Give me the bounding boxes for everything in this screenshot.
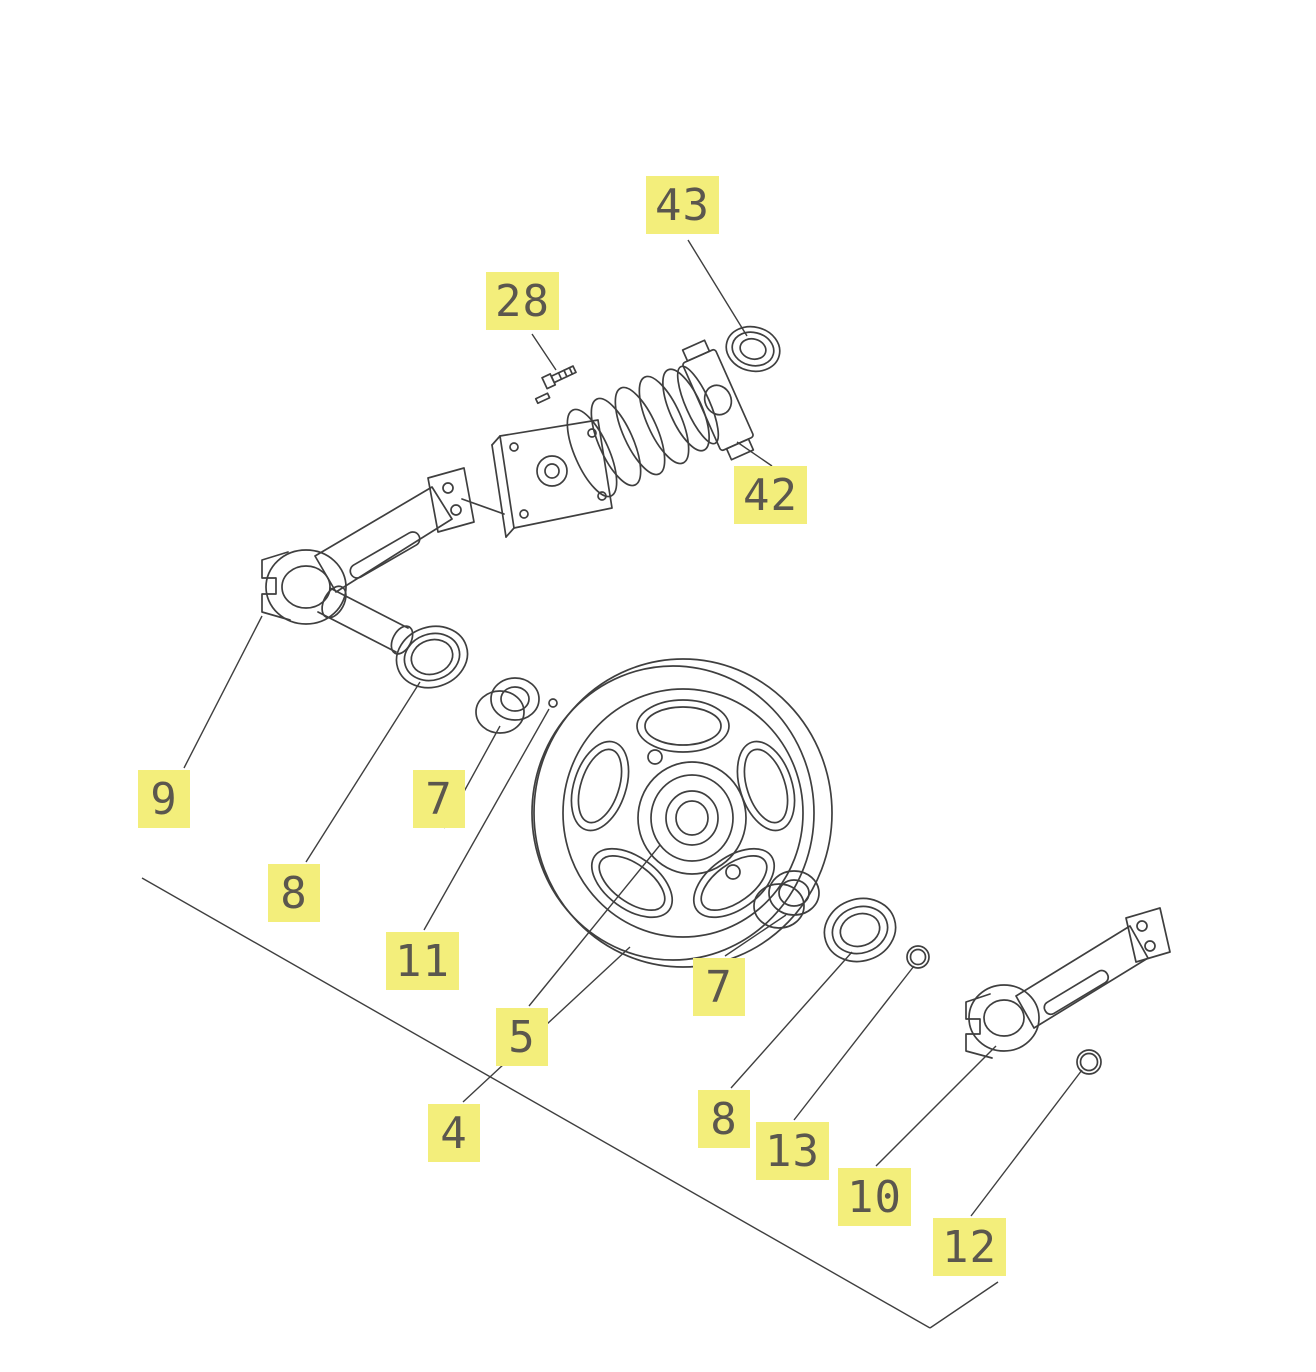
spring-washer xyxy=(676,365,720,445)
callout-9[interactable]: 9 xyxy=(138,770,190,828)
callout-43[interactable]: 43 xyxy=(646,176,719,234)
leader-5 xyxy=(528,844,661,1007)
seal-group-right xyxy=(823,897,897,963)
callout-4[interactable]: 4 xyxy=(428,1104,480,1162)
leader-42 xyxy=(736,441,773,467)
bolt-28 xyxy=(534,365,577,405)
reference-line-long xyxy=(141,877,931,1329)
o-ring-13 xyxy=(906,945,930,969)
reference-line-short xyxy=(929,1281,999,1329)
idler-shaft xyxy=(317,585,414,655)
bracket-left-fork xyxy=(261,551,291,621)
leader-13 xyxy=(793,965,915,1121)
bushing-right xyxy=(753,870,820,929)
pin-11 xyxy=(548,698,558,708)
callout-10[interactable]: 10 xyxy=(838,1168,911,1226)
callout-8-right[interactable]: 8 xyxy=(698,1090,750,1148)
leader-9 xyxy=(183,615,263,769)
callout-12[interactable]: 12 xyxy=(933,1218,1006,1276)
bracket-right-fork xyxy=(965,993,993,1059)
leader-lines xyxy=(141,239,1083,1329)
leader-43 xyxy=(687,239,748,337)
recoil-spring-coils xyxy=(566,368,710,498)
leader-11 xyxy=(423,708,550,931)
callout-42[interactable]: 42 xyxy=(734,466,807,524)
seal-group-left xyxy=(395,625,469,689)
spring-yoke xyxy=(681,339,755,461)
leader-28 xyxy=(531,333,557,371)
leader-12 xyxy=(970,1069,1083,1217)
o-ring-12 xyxy=(1076,1049,1102,1075)
leader-8-left xyxy=(305,681,421,863)
leader-7-right xyxy=(724,914,787,957)
recoil-spring-assembly xyxy=(461,325,781,538)
seal-cap-43 xyxy=(725,325,781,373)
leader-10 xyxy=(875,1045,997,1167)
callout-7-left[interactable]: 7 xyxy=(413,770,465,828)
callout-11[interactable]: 11 xyxy=(386,932,459,990)
idler-wheel xyxy=(531,658,833,968)
callout-28[interactable]: 28 xyxy=(486,272,559,330)
spring-mount-bracket xyxy=(461,419,613,538)
leader-8-right xyxy=(730,951,853,1089)
bracket-right xyxy=(965,907,1171,1059)
callout-7-right[interactable]: 7 xyxy=(693,958,745,1016)
bushing-left xyxy=(475,677,540,734)
callout-8-left[interactable]: 8 xyxy=(268,864,320,922)
wheel-lightening-holes xyxy=(570,699,796,919)
bracket-left xyxy=(261,467,475,625)
wheel-hub xyxy=(637,761,747,875)
callout-5[interactable]: 5 xyxy=(496,1008,548,1066)
callout-13[interactable]: 13 xyxy=(756,1122,829,1180)
